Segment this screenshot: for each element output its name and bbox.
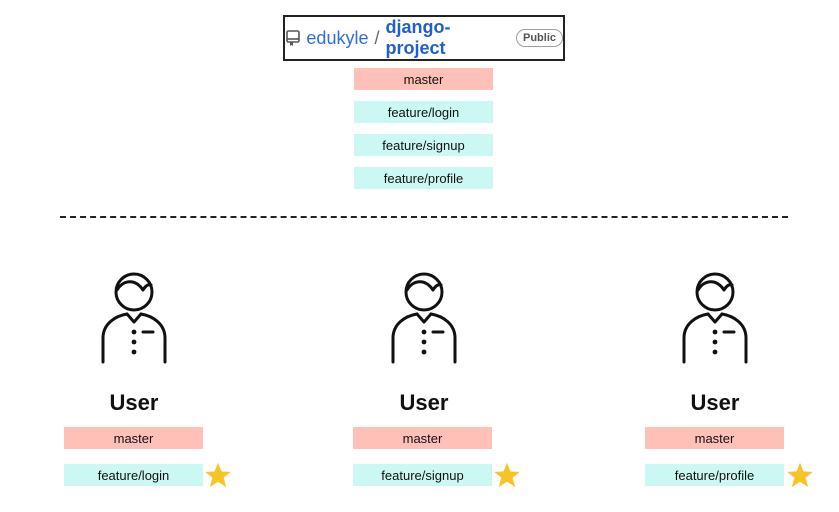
visibility-badge: Public [515,29,563,47]
user-branch-feature-profile: feature/profile [645,464,784,486]
remote-branch-master: master [354,68,493,90]
user-icon [101,272,167,364]
repo-name-link[interactable]: django-project [385,17,451,58]
star-icon [787,462,813,488]
user-branch-master: master [645,427,784,449]
user-label: User [399,390,449,415]
user-label: User [109,390,159,415]
dashed-divider [60,216,788,218]
user-label: User [690,390,740,415]
repo-separator: / [374,27,380,48]
remote-branch-feature-login: feature/login [354,101,493,123]
repo-owner-link[interactable]: edukyle [306,27,369,48]
user-branch-feature-login: feature/login [64,464,203,486]
user-branch-feature-signup: feature/signup [353,464,492,486]
user-icon [682,272,748,364]
remote-branch-feature-signup: feature/signup [354,134,493,156]
user-branch-master: master [353,427,492,449]
repo-icon [285,29,300,47]
repo-header: edukyle / django-project Public [283,15,565,61]
remote-branch-feature-profile: feature/profile [354,167,493,189]
user-icon [391,272,457,364]
user-branch-master: master [64,427,203,449]
star-icon [205,462,231,488]
star-icon [494,462,520,488]
